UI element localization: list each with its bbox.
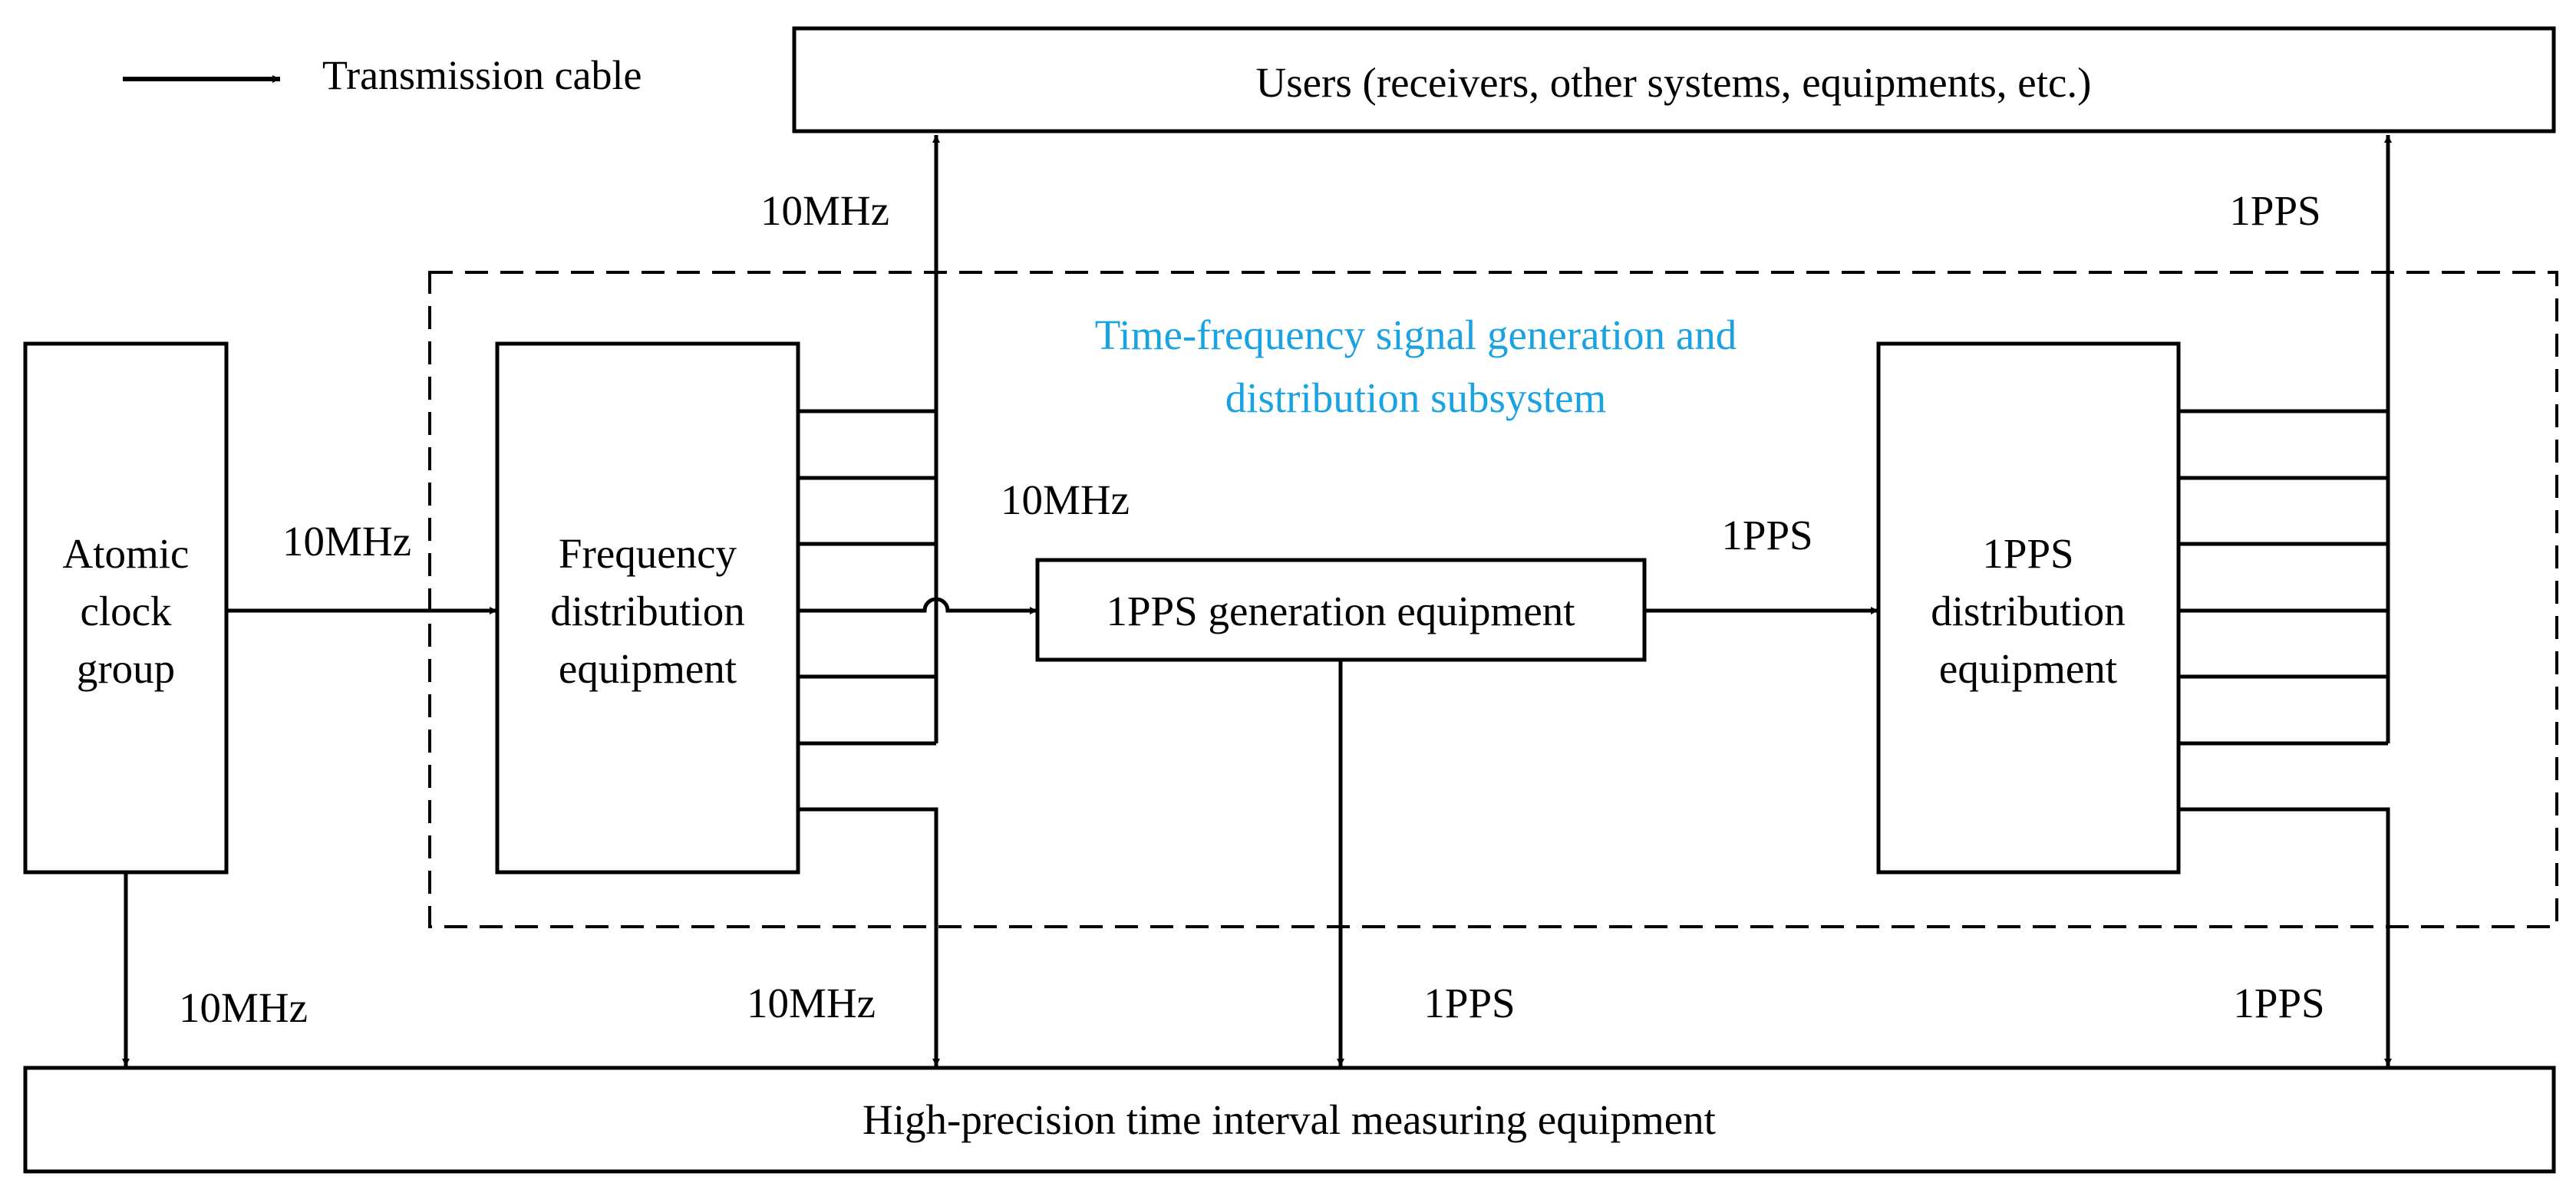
pps-distribution-label-1: 1PPS (1982, 530, 2073, 577)
label-freq-to-users: 10MHz (760, 187, 889, 234)
legend-label: Transmission cable (322, 52, 642, 98)
arrow-pps-dist-to-measuring (2179, 807, 2392, 1066)
measuring-box-label: High-precision time interval measuring e… (863, 1096, 1716, 1143)
frequency-output-lines (798, 135, 1037, 1066)
pps-generation-label: 1PPS generation equipment (1106, 588, 1575, 634)
label-freq-to-measuring: 10MHz (747, 980, 876, 1026)
users-box-label: Users (receivers, other systems, equipme… (1256, 59, 2092, 106)
frequency-distribution-label-1: Frequency (559, 530, 737, 577)
pps-output-lines (2179, 135, 2392, 1066)
label-pps-dist-to-measuring: 1PPS (2233, 980, 2324, 1026)
subsystem-title-line-1: Time-frequency signal generation and (1095, 311, 1737, 358)
signal-arrows (122, 607, 1878, 1066)
label-freq-to-pps-gen: 10MHz (1001, 476, 1130, 523)
label-clock-to-measuring: 10MHz (179, 984, 308, 1031)
arrow-freq-to-measuring (798, 807, 940, 1066)
atomic-clock-box (23, 341, 229, 875)
atomic-clock-label-1: Atomic (63, 530, 190, 577)
users-box (792, 26, 2556, 133)
legend: Transmission cable (123, 52, 642, 98)
arrow-freq-to-pps-gen (798, 597, 1037, 614)
label-pps-gen-to-pps-dist: 1PPS (1721, 512, 1812, 558)
frequency-distribution-label-2: distribution (550, 588, 745, 634)
signal-labels: 10MHz 10MHz 10MHz 1PPS 1PPS 10MHz 10MHz … (179, 187, 2325, 1031)
pps-distribution-box (1876, 341, 2181, 875)
frequency-distribution-label-3: equipment (559, 645, 737, 692)
subsystem-title-line-2: distribution subsystem (1225, 374, 1607, 421)
label-pps-gen-to-measuring: 1PPS (1423, 980, 1515, 1026)
frequency-distribution-box (495, 341, 800, 875)
pps-distribution-label-3: equipment (1939, 645, 2117, 692)
subsystem-boundary (428, 271, 2558, 928)
label-pps-dist-to-users: 1PPS (2229, 187, 2320, 234)
measuring-box (23, 1066, 2556, 1174)
pps-distribution-label-2: distribution (1931, 588, 2126, 634)
label-clock-to-freq: 10MHz (282, 518, 411, 565)
atomic-clock-label-3: group (77, 645, 175, 692)
atomic-clock-label-2: clock (80, 588, 172, 634)
